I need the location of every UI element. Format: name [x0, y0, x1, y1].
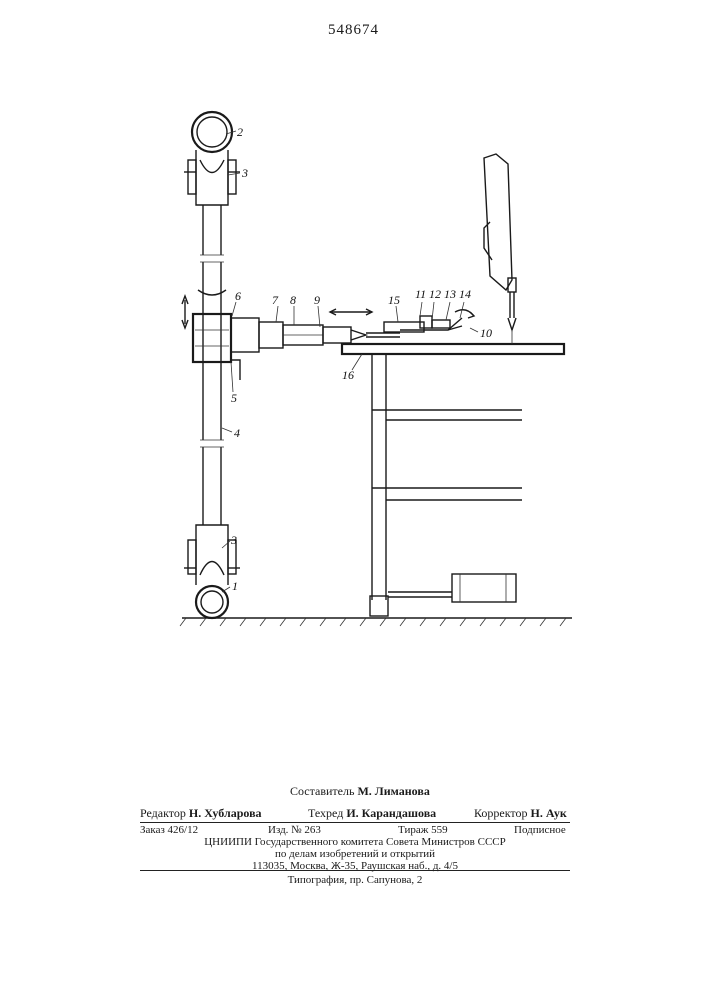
label-1: 1 — [232, 579, 238, 593]
org-line-1: ЦНИИПИ Государственного комитета Совета … — [140, 836, 570, 848]
label-11: 11 — [415, 287, 426, 301]
label-14: 14 — [459, 287, 471, 301]
label-8: 8 — [290, 293, 296, 307]
editor-role: Редактор — [140, 806, 186, 820]
horizontal-boom — [231, 309, 400, 352]
print-run: Тираж 559 — [398, 824, 448, 836]
order-number: Заказ 426/12 — [140, 824, 198, 836]
composer-line: Составитель М. Лиманова — [290, 784, 430, 799]
ground-line — [180, 618, 572, 626]
label-16: 16 — [342, 368, 354, 382]
publication-block: Заказ 426/12 Изд. № 263 Тираж 559 Подпис… — [140, 824, 570, 874]
label-15: 15 — [388, 293, 400, 307]
work-table — [342, 344, 564, 616]
techred-line: Техред И. Карандашова — [308, 806, 436, 821]
composer-role: Составитель — [290, 784, 354, 798]
label-2: 2 — [237, 125, 243, 139]
label-4: 4 — [234, 426, 240, 440]
label-3-bottom: 3 — [230, 533, 237, 547]
techred-role: Техред — [308, 806, 343, 820]
top-rail-tube — [192, 112, 232, 152]
editor-name: Н. Хубларова — [189, 806, 262, 820]
label-5: 5 — [231, 391, 237, 405]
label-3-top: 3 — [241, 166, 248, 180]
operator-seat — [484, 154, 516, 344]
label-12: 12 — [429, 287, 441, 301]
label-9: 9 — [314, 293, 320, 307]
corrector-role: Корректор — [474, 806, 528, 820]
corrector-line: Корректор Н. Аук — [474, 806, 567, 821]
issue-number: Изд. № 263 — [268, 824, 321, 836]
part-labels: 2 3 6 7 8 9 15 11 12 13 14 10 16 5 4 3 1 — [230, 125, 492, 593]
subscription: Подписное — [514, 824, 566, 836]
printer: Типография, пр. Сапунова, 2 — [140, 874, 570, 886]
techred-name: И. Карандашова — [346, 806, 436, 820]
vertical-column — [200, 205, 224, 525]
org-line-2: по делам изобретений и открытий — [140, 848, 570, 860]
leader-lines — [222, 131, 478, 592]
composer-name: М. Лиманова — [357, 784, 429, 798]
divider-top — [140, 822, 570, 823]
corrector-name: Н. Аук — [531, 806, 567, 820]
label-6: 6 — [235, 289, 241, 303]
label-7: 7 — [272, 293, 279, 307]
label-10: 10 — [480, 326, 492, 340]
top-roller-carriage — [184, 150, 240, 205]
editor-line: Редактор Н. Хубларова — [140, 806, 262, 821]
printer-block: Типография, пр. Сапунова, 2 — [140, 874, 570, 890]
divider-bottom — [140, 870, 570, 871]
label-13: 13 — [444, 287, 456, 301]
